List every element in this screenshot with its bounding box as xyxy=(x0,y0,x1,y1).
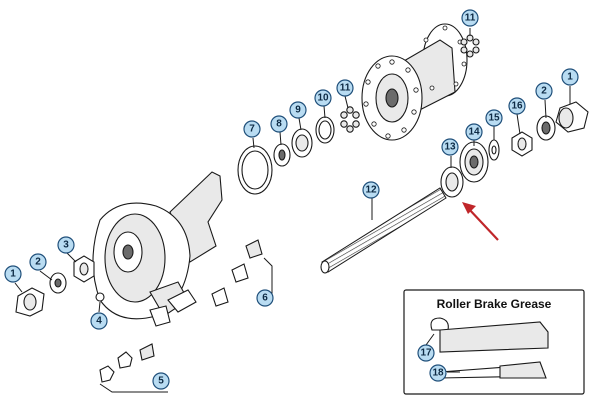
callout-17: 17 xyxy=(417,344,435,362)
part-1-axle-nut-right xyxy=(555,101,589,133)
svg-text:11: 11 xyxy=(465,13,476,24)
part-11-bearing-balls-left xyxy=(340,106,360,133)
svg-text:5: 5 xyxy=(158,376,164,387)
callout-7: 7 xyxy=(243,120,261,138)
callout-12: 12 xyxy=(362,181,380,199)
svg-text:12: 12 xyxy=(365,185,377,196)
part-13-bearing xyxy=(440,166,464,198)
callout-1-left: 1 xyxy=(4,265,22,283)
grease-bottle xyxy=(430,317,549,353)
callout-9: 9 xyxy=(289,101,307,119)
part-5-screw-set xyxy=(99,343,168,393)
part-10-dust-ring xyxy=(315,116,335,144)
grease-tube xyxy=(439,361,547,379)
callout-6: 6 xyxy=(256,289,274,307)
callout-10: 10 xyxy=(314,89,332,107)
svg-text:3: 3 xyxy=(63,240,69,251)
svg-text:1: 1 xyxy=(567,72,573,83)
callout-11-top: 11 xyxy=(461,9,479,27)
svg-text:2: 2 xyxy=(35,257,41,268)
part-2-washer-left xyxy=(49,272,67,294)
callout-4: 4 xyxy=(90,312,108,330)
part-12-axle xyxy=(320,187,447,274)
callout-3: 3 xyxy=(57,236,75,254)
highlight-arrow xyxy=(462,202,499,241)
part-1-axle-nut-left xyxy=(15,287,45,317)
part-7-brake-seal xyxy=(237,145,273,195)
grease-box-title: Roller Brake Grease xyxy=(437,297,552,311)
roller-brake-unit xyxy=(92,171,223,327)
callout-1: 1 xyxy=(561,68,579,86)
callout-2-left: 2 xyxy=(29,253,47,271)
hub-shell xyxy=(361,23,468,141)
svg-text:11: 11 xyxy=(340,83,351,94)
part-16-locknut xyxy=(511,131,533,157)
svg-text:17: 17 xyxy=(420,348,432,359)
svg-text:7: 7 xyxy=(249,124,255,135)
callout-15: 15 xyxy=(485,109,503,127)
svg-text:9: 9 xyxy=(295,105,301,116)
callout-8: 8 xyxy=(270,115,288,133)
part-11-bearing-balls-top xyxy=(460,34,480,58)
callout-13: 13 xyxy=(441,138,459,156)
callout-11-left: 11 xyxy=(336,79,354,97)
part-9-cone-left xyxy=(291,128,313,158)
callout-14: 14 xyxy=(465,123,483,141)
part-2-washer-right xyxy=(536,115,556,141)
roller-brake-grease-box: Roller Brake Grease xyxy=(403,289,585,395)
svg-text:2: 2 xyxy=(541,86,547,97)
svg-text:16: 16 xyxy=(511,101,523,112)
callout-18: 18 xyxy=(429,364,447,382)
svg-text:6: 6 xyxy=(262,293,268,304)
part-6-screw-set xyxy=(211,239,273,307)
part-8-spacer xyxy=(273,143,291,167)
svg-text:1: 1 xyxy=(10,269,16,280)
svg-text:15: 15 xyxy=(488,113,500,124)
svg-text:8: 8 xyxy=(276,119,282,130)
svg-text:13: 13 xyxy=(444,142,456,153)
part-4-ball xyxy=(95,292,105,302)
leader-lines xyxy=(14,28,571,373)
callout-16: 16 xyxy=(508,97,526,115)
part-15-washer xyxy=(488,139,500,161)
svg-text:10: 10 xyxy=(317,93,329,104)
part-3-locknut-left xyxy=(73,255,95,283)
svg-text:4: 4 xyxy=(96,316,102,327)
part-14-cone xyxy=(459,141,489,183)
svg-text:14: 14 xyxy=(468,127,480,138)
svg-text:18: 18 xyxy=(432,368,444,379)
callout-2: 2 xyxy=(535,82,553,100)
callout-5: 5 xyxy=(152,372,170,390)
